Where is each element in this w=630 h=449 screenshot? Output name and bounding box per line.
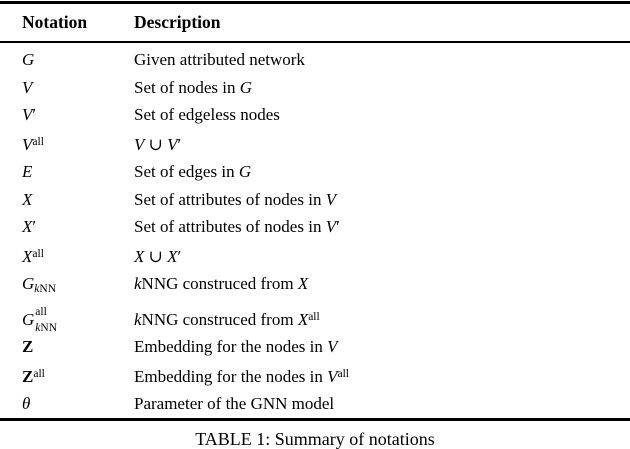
description-cell: Embedding for the nodes in Vall (134, 361, 630, 391)
table-row: θ Parameter of the GNN model (0, 390, 630, 419)
notation-cell: Xall (0, 241, 134, 271)
table-row: G Given attributed network (0, 42, 630, 74)
table-row: E Set of edges in G (0, 158, 630, 186)
text-segment: G (22, 50, 35, 69)
text-segment: V (167, 134, 178, 154)
text-segment: ′ (32, 105, 37, 124)
description-cell: Embedding for the nodes in V (134, 333, 630, 361)
table-header-row: Notation Description (0, 2, 630, 43)
description-cell: Set of attributes of nodes in V (134, 186, 630, 214)
text-segment: Embedding for the nodes in (134, 366, 328, 386)
text-segment: Embedding for the nodes in (134, 337, 328, 356)
description-cell: Given attributed network (134, 42, 630, 74)
description-cell: Set of edges in G (134, 158, 630, 186)
text-segment: Z (22, 366, 34, 386)
description-cell: X ∪ X′ (134, 241, 630, 271)
notation-cell: X′ (0, 213, 134, 241)
text-segment: V (22, 77, 33, 97)
text-segment: X (297, 309, 309, 329)
text-segment: ′ (336, 217, 340, 236)
text-segment: V (325, 217, 337, 236)
text-segment: k (34, 283, 40, 295)
text-segment: V (134, 134, 145, 154)
text-segment: all (32, 135, 44, 148)
text-segment: Z (22, 337, 34, 356)
description-cell: Set of nodes in G (134, 74, 630, 102)
text-segment: ∪ (144, 246, 168, 266)
text-segment: X (134, 246, 145, 266)
text-segment: all (32, 247, 44, 260)
text-segment: NN (39, 283, 57, 295)
text-segment: V (22, 134, 33, 154)
text-segment: X (167, 246, 178, 266)
text-segment: X (297, 274, 309, 293)
text-segment: Given attributed network (134, 50, 305, 69)
description-cell: kNNG construced from Xall (134, 304, 630, 334)
notation-cell: V′ (0, 101, 134, 129)
notation-cell: Vall (0, 129, 134, 159)
header-notation: Notation (0, 2, 134, 43)
description-cell: Parameter of the GNN model (134, 390, 630, 419)
text-segment: V (327, 366, 338, 386)
text-segment: X (22, 189, 33, 209)
table-row: X Set of attributes of nodes in V (0, 186, 630, 214)
text-segment: Set of nodes in (134, 77, 240, 97)
text-segment: V (327, 337, 338, 356)
text-segment: E (22, 162, 33, 181)
notation-cell: Zall (0, 361, 134, 391)
text-segment: G (239, 77, 253, 97)
text-segment: all (337, 367, 350, 380)
table-row: V′Set of edgeless nodes (0, 101, 630, 129)
text-segment: ′ (177, 134, 182, 154)
notation-cell: E (0, 158, 134, 186)
text-segment: V (325, 189, 337, 209)
text-segment: k (134, 274, 142, 293)
table-caption: TABLE 1: Summary of notations (195, 429, 435, 449)
text-segment: X (22, 217, 33, 236)
text-segment: G (238, 162, 252, 181)
description-cell: kNNG construced from X (134, 270, 630, 304)
text-segment: ∪ (144, 134, 168, 154)
text-segment: Set of edgeless nodes (134, 105, 280, 124)
table-row: X′Set of attributes of nodes in V′ (0, 213, 630, 241)
notation-cell: Z (0, 333, 134, 361)
notation-cell: G (0, 42, 134, 74)
text-segment: all (308, 310, 320, 323)
text-segment: ′ (177, 246, 182, 266)
text-segment: G (22, 274, 35, 293)
text-segment: Set of attributes of nodes in (134, 189, 326, 209)
table-row: V Set of nodes in G (0, 74, 630, 102)
description-cell: Set of attributes of nodes in V′ (134, 213, 630, 241)
text-segment: all (33, 367, 45, 380)
text-segment: NNG construced from (141, 309, 298, 329)
text-segment: X (22, 246, 33, 266)
text-segment: Set of edges in (134, 162, 239, 181)
notation-cell: V (0, 74, 134, 102)
text-segment: Parameter of the GNN model (134, 394, 335, 413)
table-row: Z Embedding for the nodes in V (0, 333, 630, 361)
text-segment: k (134, 309, 142, 329)
notation-table: Notation Description G Given attributed n… (0, 1, 630, 421)
description-cell: V ∪ V′ (134, 129, 630, 159)
text-segment: θ (22, 394, 31, 413)
notation-cell: GkNN (0, 270, 134, 304)
text-segment: V (22, 105, 33, 124)
notation-cell: X (0, 186, 134, 214)
text-segment: Set of attributes of nodes in (134, 217, 326, 236)
notation-cell: θ (0, 390, 134, 419)
header-description: Description (134, 2, 630, 43)
text-segment: ′ (32, 217, 37, 236)
text-segment: NNG construced from (141, 274, 298, 293)
text-segment: G (22, 309, 35, 329)
description-cell: Set of edgeless nodes (134, 101, 630, 129)
